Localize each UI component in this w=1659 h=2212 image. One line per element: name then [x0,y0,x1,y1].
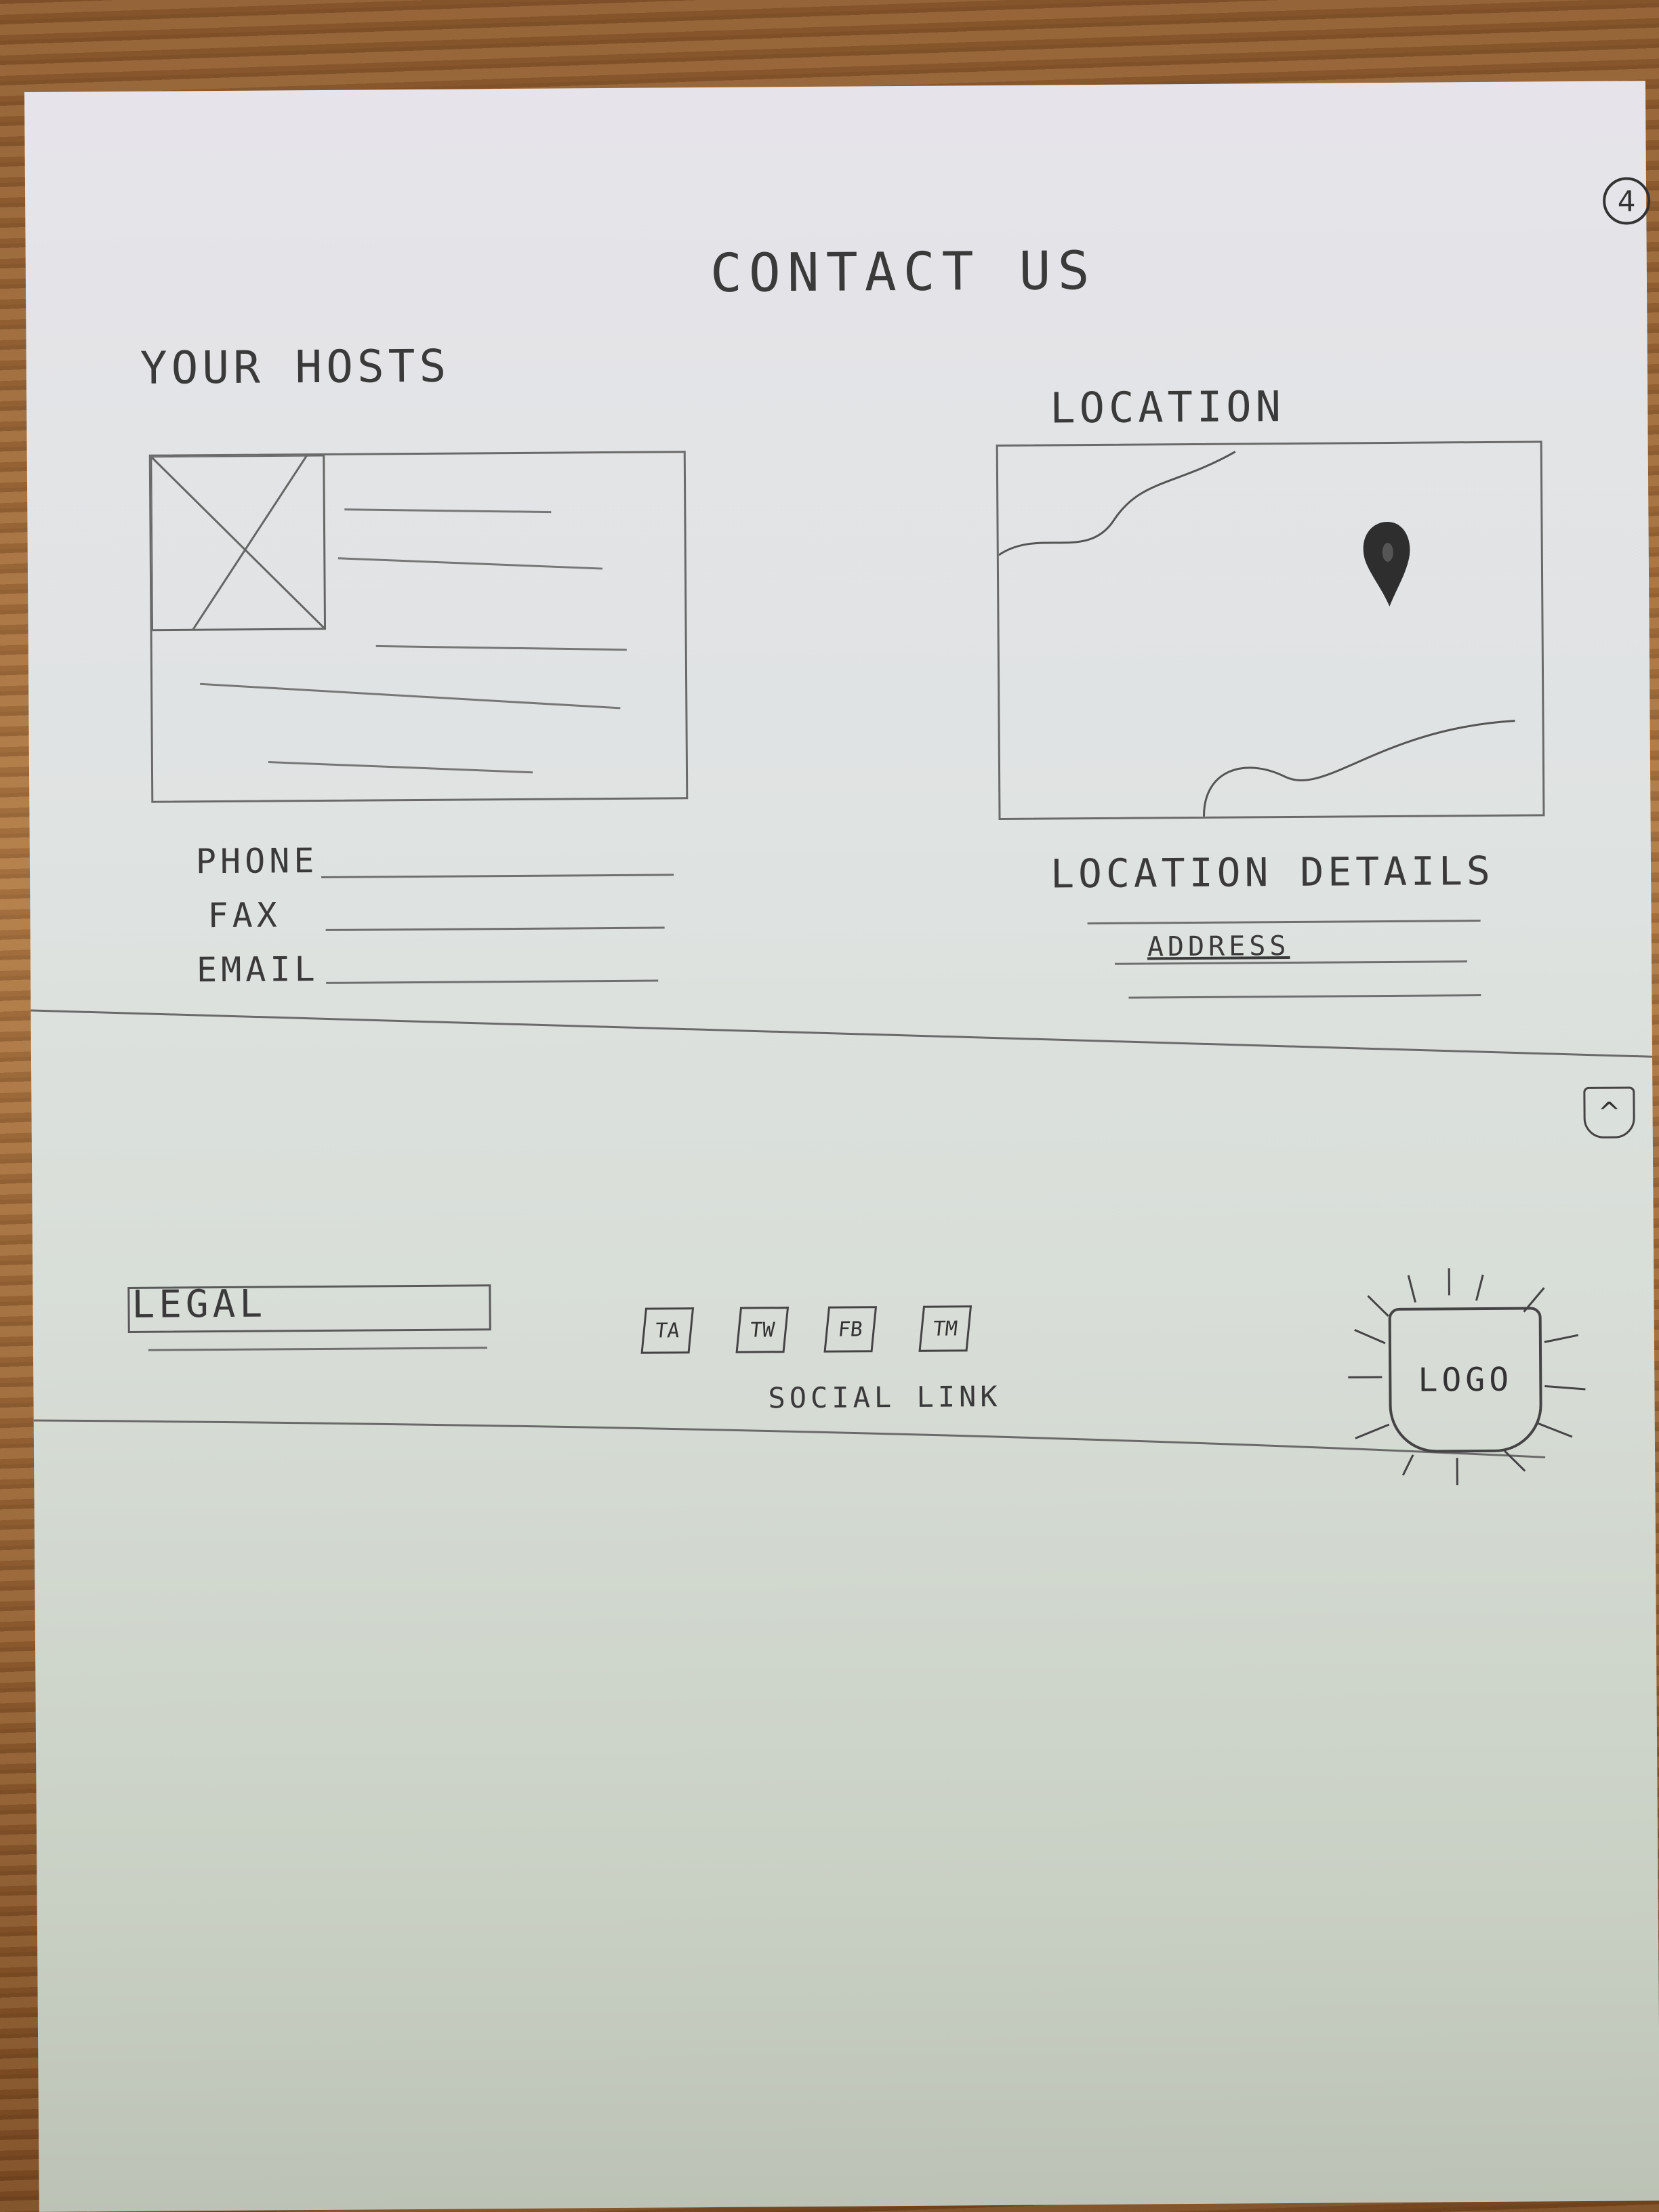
location-map[interactable] [996,441,1545,820]
tripadvisor-icon[interactable]: TA [640,1307,695,1354]
facebook-icon[interactable]: FB [823,1306,878,1353]
logo-link[interactable]: LOGO [1388,1307,1543,1453]
wireframe-sheet: 4 CONTACT US YOUR HOSTS PHONE FAX EMAIL … [24,81,1659,2212]
map-sketch [998,451,1515,817]
chevron-up-icon: ^ [1597,1097,1621,1128]
map-coastline-top [998,451,1236,556]
content-footer-divider [30,1009,1653,1058]
hosts-card-sketch [150,454,627,774]
social-links-label: SOCIAL LINK [768,1379,1002,1415]
logo-label: LOGO [1418,1360,1513,1399]
host-bio-lines [200,508,627,774]
back-to-top-button[interactable]: ^ [1583,1086,1635,1139]
map-coastline-bottom [1203,720,1515,817]
footer-bottom-divider [33,1419,1546,1458]
twitter-icon[interactable]: TW [735,1307,790,1353]
hosts-card [148,451,689,803]
map-pin-icon[interactable] [1363,521,1410,607]
section-dividers [30,1009,1653,1458]
tumblr-icon[interactable]: TM [918,1305,972,1352]
image-placeholder [150,454,327,632]
logo-sunburst-icon [1348,1268,1586,1486]
legal-label: LEGAL [131,1282,267,1327]
